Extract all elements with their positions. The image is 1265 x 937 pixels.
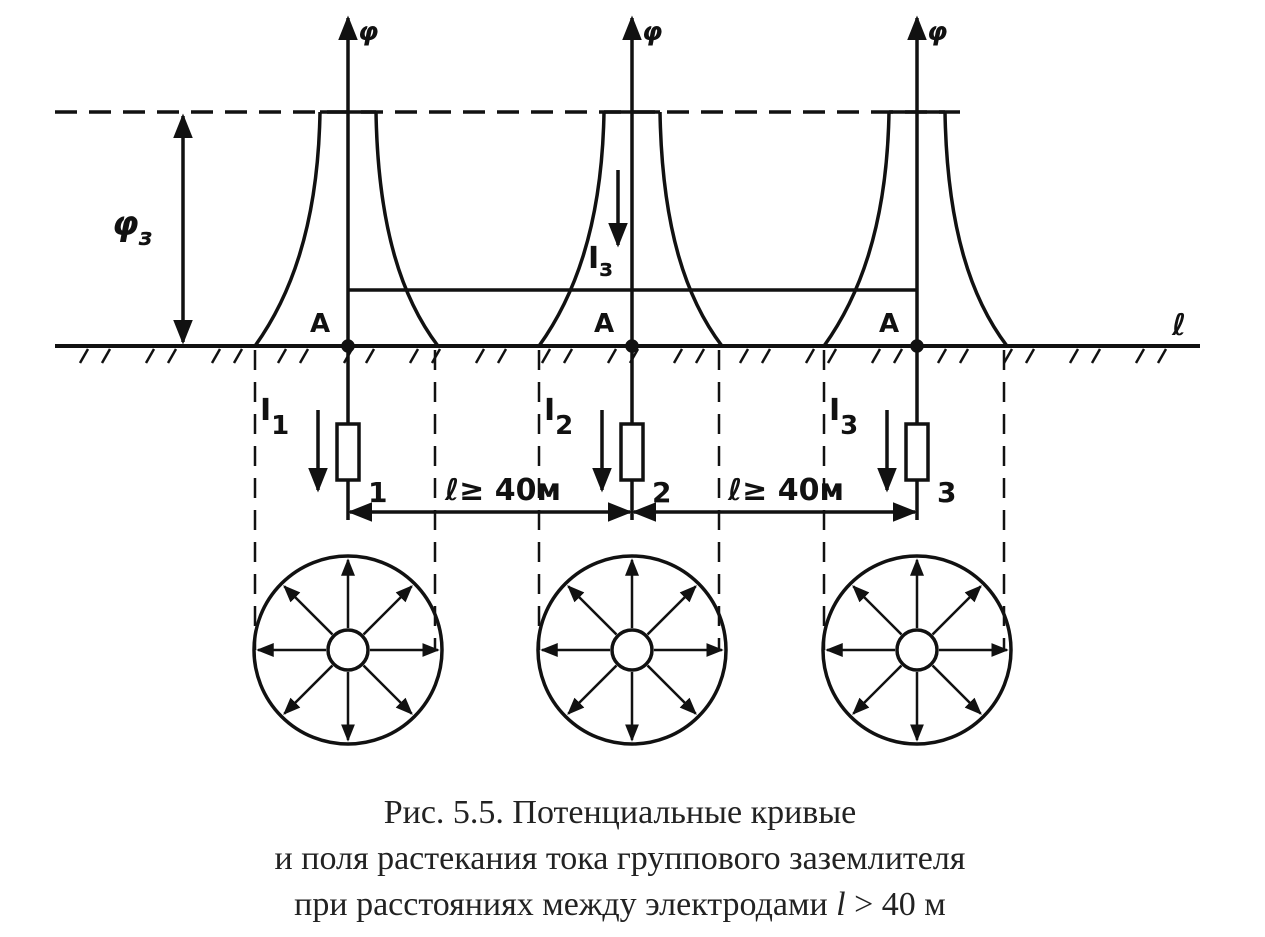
ground-hatch — [210, 348, 222, 364]
ground-hatch — [540, 348, 552, 364]
current-spread-arrow — [283, 664, 334, 715]
ground-hatch — [672, 348, 684, 364]
ground-hatch — [232, 348, 244, 364]
potential-curve — [253, 110, 440, 348]
ground-hatch — [298, 348, 310, 364]
ground-hatch — [276, 348, 288, 364]
ground-hatch — [694, 348, 706, 364]
current-spread-arrow — [362, 664, 413, 715]
current-spread-arrow — [362, 585, 413, 636]
current-spread-arrow — [646, 585, 697, 636]
ground-hatch — [1068, 348, 1080, 364]
electrode-resistor — [619, 422, 645, 482]
ground-hatch — [892, 348, 904, 364]
current-spread-arrow — [646, 664, 697, 715]
electrode-resistor — [335, 422, 361, 482]
ground-hatch — [1002, 348, 1014, 364]
spreading-field-circle — [252, 554, 444, 746]
ground-hatch — [1134, 348, 1146, 364]
electrode-number: 2 — [652, 476, 671, 509]
phi3-label: φз — [112, 204, 153, 251]
point-a-dot — [341, 339, 355, 353]
current-spread-arrow — [567, 585, 618, 636]
ground-hatch — [936, 348, 948, 364]
ground-hatch — [496, 348, 508, 364]
electrode-cross-section — [326, 628, 370, 672]
spacing-label-1: ℓ≥ 40м — [444, 473, 561, 508]
potential-curve — [537, 110, 724, 348]
caption-line-1: Рис. 5.5. Потенциальные кривые — [383, 794, 857, 831]
electrode-number: 1 — [368, 476, 387, 509]
ground-hatch — [364, 348, 376, 364]
ground-hatch — [1090, 348, 1102, 364]
point-a-label: A — [594, 309, 614, 339]
ground-hatch — [738, 348, 750, 364]
ground-hatch — [1156, 348, 1168, 364]
ground-hatch — [78, 348, 90, 364]
current-spread-arrow — [567, 664, 618, 715]
current-spread-arrow — [852, 585, 903, 636]
ground-hatch — [474, 348, 486, 364]
caption: Рис. 5.5. Потенциальные кривые и поля ра… — [0, 790, 1240, 928]
phi-axis-label: φ — [927, 17, 947, 47]
ground-hatch — [408, 348, 420, 364]
electrode-resistor — [904, 422, 930, 482]
ground-hatch — [562, 348, 574, 364]
spacing-label-2: ℓ≥ 40м — [727, 473, 844, 508]
current-spread-arrow — [931, 664, 982, 715]
potential-curve — [822, 110, 1009, 348]
phi-axis-label: φ — [642, 17, 662, 47]
ground-hatch — [100, 348, 112, 364]
electrode-number: 3 — [937, 476, 956, 509]
top-current-label: Iз — [588, 241, 613, 282]
ground-hatch — [958, 348, 970, 364]
electrode-cross-section — [610, 628, 654, 672]
spreading-field-circle — [821, 554, 1013, 746]
current-spread-arrow — [852, 664, 903, 715]
length-axis-label: ℓ — [1171, 308, 1186, 343]
ground-hatch — [606, 348, 618, 364]
ground-hatch — [826, 348, 838, 364]
current-spread-arrow — [283, 585, 334, 636]
spreading-field-circle — [536, 554, 728, 746]
point-a-label: A — [310, 309, 330, 339]
caption-line-2: и поля растекания тока группового заземл… — [274, 840, 966, 877]
current-spread-arrow — [931, 585, 982, 636]
point-a-dot — [625, 339, 639, 353]
ground-hatch — [760, 348, 772, 364]
point-a-label: A — [879, 309, 899, 339]
ground-hatch — [1024, 348, 1036, 364]
caption-line-3: при расстояниях между электродами l > 40… — [294, 886, 946, 923]
electrode-current-label: I2 — [544, 393, 573, 441]
phi-axis-label: φ — [358, 17, 378, 47]
ground-hatch — [144, 348, 156, 364]
ground-hatch — [166, 348, 178, 364]
electrode-unit-2: φA 2 I2 — [536, 15, 728, 746]
electrode-cross-section — [895, 628, 939, 672]
electrode-unit-3: φA 3 I3 — [821, 15, 1013, 746]
electrode-unit-1: φA 1 I1 — [252, 15, 444, 746]
ground-hatch — [870, 348, 882, 364]
point-a-dot — [910, 339, 924, 353]
electrode-current-label: I3 — [829, 393, 858, 441]
electrode-current-label: I1 — [260, 393, 289, 441]
ground-hatch — [804, 348, 816, 364]
